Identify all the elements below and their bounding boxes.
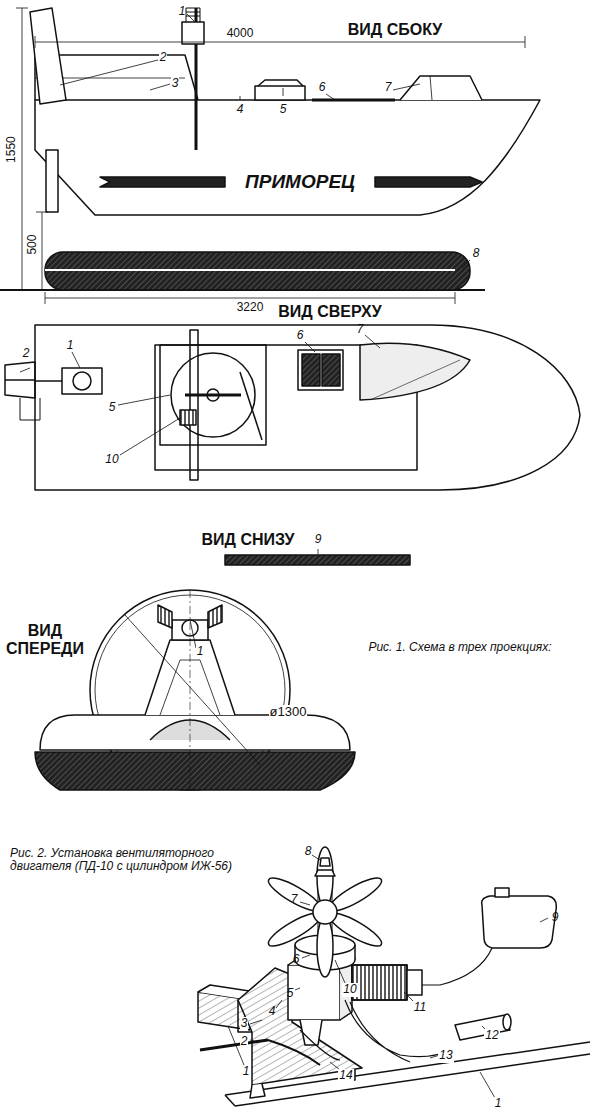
callout-number: 2 — [240, 1035, 249, 1048]
callout-number: 7 — [385, 81, 392, 94]
figure-caption: Рис. 2. Установка вентиляторного двигате… — [10, 847, 240, 873]
callout-number: 13 — [438, 1049, 453, 1062]
callout-number: 14 — [338, 1069, 353, 1082]
callout-number: 12 — [484, 1029, 499, 1042]
callout-number: 3 — [171, 77, 180, 90]
callout-number: 1 — [179, 5, 186, 18]
callout-number: 8 — [473, 247, 480, 260]
callout-number: 4 — [237, 103, 244, 116]
dimension: 4000 — [226, 27, 255, 40]
callout-number: 5 — [287, 987, 294, 1000]
callout-number: 7 — [291, 893, 298, 906]
callout-number: 4 — [269, 1005, 276, 1018]
callout-number: 1 — [196, 645, 205, 658]
callout-number: 7 — [357, 323, 364, 336]
callout-number: 1 — [67, 339, 74, 352]
callout-number: 2 — [159, 51, 168, 64]
callout-number: 6 — [293, 953, 300, 966]
dimension: 500 — [26, 234, 39, 256]
callout-number: 3 — [240, 1017, 249, 1030]
callout-number: 10 — [342, 983, 357, 996]
callout-number: 2 — [23, 347, 30, 360]
dimension: ø1300 — [269, 705, 308, 719]
callout-number: 8 — [305, 845, 312, 858]
dimension: 3220 — [236, 301, 265, 314]
boat-name: ПРИМОРЕЦ — [245, 172, 355, 193]
view-title: ВИД СВЕРХУ — [278, 303, 381, 321]
callout-number: 5 — [108, 401, 117, 414]
view-title: ВИД СПЕРЕДИ — [5, 622, 85, 657]
callout-number: 1 — [242, 1065, 251, 1078]
view-title: ВИД СБОКУ — [348, 21, 443, 39]
callout-number: 6 — [319, 81, 326, 94]
callout-number: 5 — [280, 103, 287, 116]
view-title: ВИД СНИЗУ — [202, 531, 295, 549]
callout-number: 1 — [494, 1097, 503, 1110]
callout-number: 6 — [297, 329, 304, 342]
callout-number: 10 — [104, 453, 119, 466]
callout-number: 9 — [552, 911, 559, 924]
figure-caption: Рис. 1. Схема в трех проекциях: — [368, 641, 551, 654]
dimension: 1550 — [4, 136, 17, 165]
callout-number: 9 — [315, 533, 322, 546]
callout-number: 11 — [413, 1001, 427, 1014]
